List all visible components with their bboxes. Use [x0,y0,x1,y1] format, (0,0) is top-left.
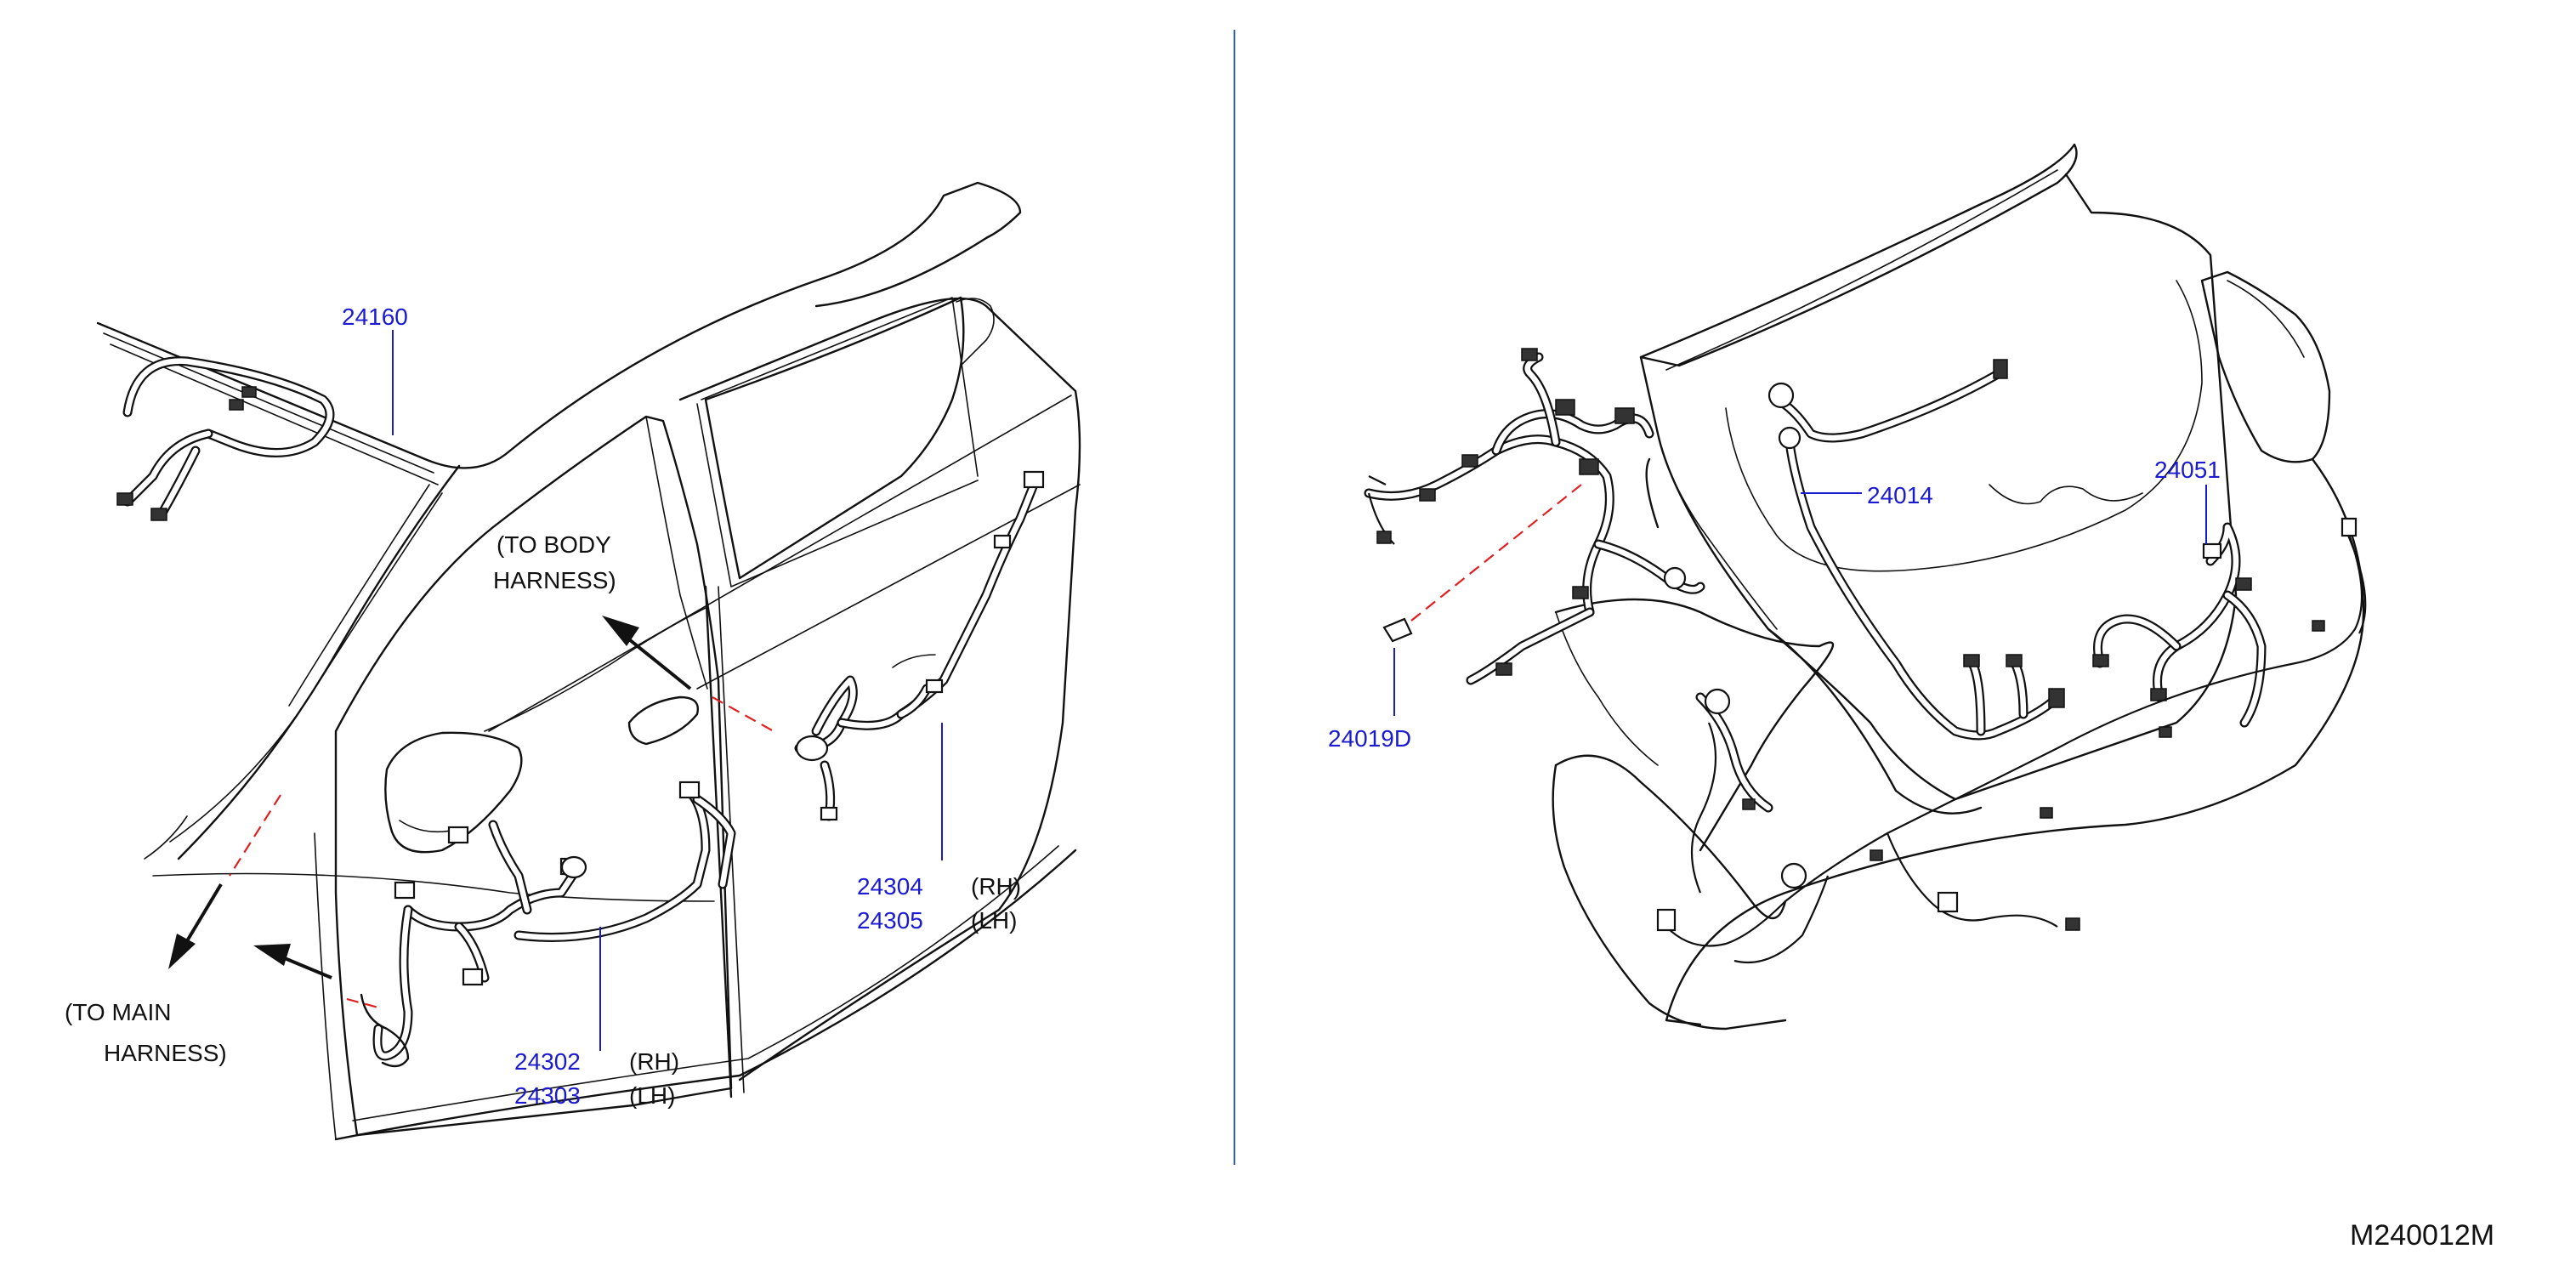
connector-icon [1023,470,1045,489]
side-label-rh: (RH) [971,873,1021,900]
grommet-icon [1704,688,1731,715]
grommet-icon [1767,382,1795,409]
connector-icon [462,968,484,986]
connector-icon [1579,458,1599,475]
grommet-icon [560,855,587,879]
part-number-back-door-harness[interactable]: 24014 [1867,482,1933,508]
clip-icon [1382,617,1413,643]
part-number-rear-door-lh[interactable]: 24305 [857,907,923,934]
arrow-door-harness [253,944,332,979]
connector-icon [229,399,244,411]
connector-icon [2006,654,2023,667]
arrow-to-main-harness [168,883,223,969]
connector-icon [1555,399,1575,416]
guide-dashed-line [346,997,379,1009]
note-to-body-harness-line2: HARNESS) [493,567,616,593]
connector-icon [2235,577,2252,591]
rear-door-harness [794,470,1045,821]
back-door-illustration [1552,143,2365,1030]
connector-icon [2341,517,2358,537]
connector-icon [1419,488,1436,502]
front-door-harness [360,781,736,1068]
car-side-body-illustration [96,181,1081,1141]
connector-icon [2150,688,2167,701]
connector-icon [820,806,838,821]
connector-icon [447,826,469,844]
note-to-main-harness-line2: HARNESS) [104,1040,227,1066]
connector-icon [1937,891,1959,913]
bumper-harness [1656,517,2367,964]
roof-harness [116,356,335,521]
part-number-clip[interactable]: 24019D [1328,725,1411,752]
back-door-harness [1767,359,2065,741]
body-harness-cluster [1364,348,1773,813]
connector-icon [2048,688,2065,708]
connector-icon [150,508,167,521]
grommet-icon [1663,566,1687,590]
connector-icon [2040,807,2053,819]
side-label-lh: (LH) [971,907,1017,934]
connector-icon [1376,531,1392,544]
connector-icon [241,386,257,398]
rear-body-harness [2092,522,2267,728]
connector-icon [1614,407,1635,424]
connector-icon [1656,908,1677,932]
connector-icon [2065,917,2080,931]
connector-icon [2092,654,2109,667]
part-number-roof-harness[interactable]: 24160 [342,304,408,330]
side-label-lh: (LH) [629,1082,675,1109]
connector-icon [2159,726,2172,738]
connector-icon [2202,542,2222,559]
connector-icon [1742,798,1756,810]
connector-icon [1870,849,1883,861]
arrow-to-body-harness [602,616,692,690]
connector-icon [1993,359,2008,379]
guide-dashed-line [712,696,775,732]
part-number-rear-door-rh[interactable]: 24304 [857,873,923,900]
note-to-body-harness-line1: (TO BODY [496,531,611,558]
side-label-rh: (RH) [629,1048,679,1075]
connector-icon [394,881,416,900]
connector-icon [925,678,944,694]
connector-icon [1572,586,1589,599]
part-number-front-door-rh[interactable]: 24302 [514,1048,581,1075]
diagram-code: M240012M [2350,1219,2494,1252]
part-number-rear-harness[interactable]: 24051 [2154,457,2221,483]
guide-dashed-line [1410,484,1582,622]
connector-icon [1495,662,1512,676]
connector-icon [1461,454,1478,468]
connector-icon [116,492,133,506]
clip-part [1382,484,1582,643]
connector-icon [2312,620,2325,632]
note-to-main-harness-line1: (TO MAIN [65,999,171,1025]
grommet-icon [795,735,829,762]
connector-icon [1521,348,1538,361]
part-number-front-door-lh[interactable]: 24303 [514,1082,581,1109]
connector-icon [993,534,1012,549]
guide-dashed-line [229,794,281,877]
connector-icon [1963,654,1980,667]
grommet-icon [1778,426,1801,450]
grommet-icon [1780,862,1807,889]
connector-icon [678,781,701,799]
